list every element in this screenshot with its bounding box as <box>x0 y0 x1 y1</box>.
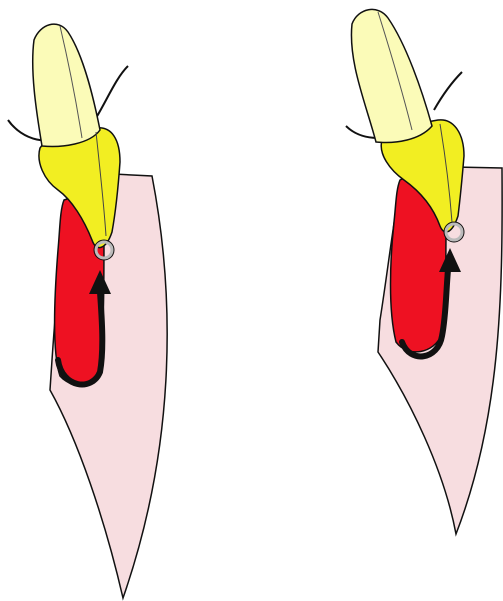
suture-thread-right-icon <box>96 66 128 118</box>
tooth-crown-icon <box>351 9 432 142</box>
tooth-crown-icon <box>33 24 100 146</box>
diagram-panel-left <box>8 24 167 598</box>
suture-thread-right-icon <box>434 72 462 110</box>
diagram-panel-right <box>346 9 502 534</box>
